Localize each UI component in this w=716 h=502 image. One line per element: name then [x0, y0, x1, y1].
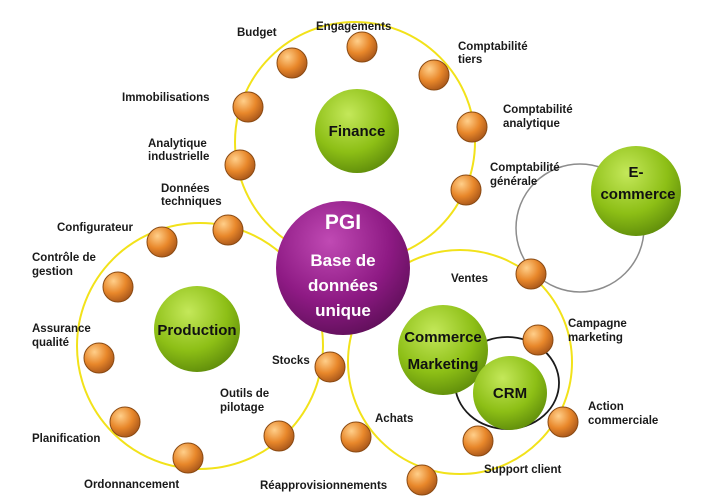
label-donnees-techniques-2: techniques	[161, 196, 222, 208]
label-configurateur: Configurateur	[57, 222, 134, 234]
commerce-ring	[347, 249, 573, 475]
node-achats	[340, 421, 372, 453]
module-commerce-label-1: Commerce	[404, 329, 482, 346]
label-planification: Planification	[32, 433, 100, 445]
module-commerce-marketing	[398, 305, 488, 395]
node-planification	[109, 406, 141, 438]
label-analytique-industrielle-1: Analytique	[148, 138, 207, 150]
hub-line-2: données	[308, 276, 378, 295]
label-comptabilite-generale-1: Comptabilité	[490, 162, 560, 174]
label-ventes: Ventes	[451, 273, 488, 285]
node-campagne-marketing	[522, 324, 554, 356]
node-engagements	[346, 31, 378, 63]
node-comptabilite-analytique	[456, 111, 488, 143]
module-ecommerce-label-2: commerce	[600, 186, 675, 203]
label-stocks: Stocks	[272, 355, 310, 367]
module-crm	[473, 356, 547, 430]
label-assurance-qualite-2: qualité	[32, 337, 69, 349]
module-finance	[315, 89, 399, 173]
label-comptabilite-tiers-1: Comptabilité	[458, 41, 528, 53]
label-budget: Budget	[237, 27, 277, 39]
production-ring	[76, 222, 324, 470]
node-configurateur	[146, 226, 178, 258]
node-immobilisations	[232, 91, 264, 123]
label-comptabilite-tiers-2: tiers	[458, 54, 482, 66]
label-immobilisations: Immobilisations	[122, 92, 210, 104]
label-reapprovisionnements: Réapprovisionnements	[260, 480, 387, 492]
module-production-label: Production	[157, 322, 236, 339]
node-comptabilite-generale	[450, 174, 482, 206]
node-stocks	[314, 351, 346, 383]
label-comptabilite-generale-2: générale	[490, 176, 537, 188]
node-comptabilite-tiers	[418, 59, 450, 91]
module-ecommerce-label-1: E-	[629, 164, 644, 181]
node-action-commerciale	[547, 406, 579, 438]
module-finance-label: Finance	[329, 123, 386, 140]
label-campagne-marketing-1: Campagne	[568, 318, 627, 330]
label-action-commerciale-1: Action	[588, 401, 624, 413]
node-reapprovisionnements	[406, 464, 438, 496]
label-support-client: Support client	[484, 464, 561, 476]
module-production	[154, 286, 240, 372]
label-comptabilite-analytique-1: Comptabilité	[503, 104, 573, 116]
node-assurance-qualite	[83, 342, 115, 374]
label-outils-pilotage-1: Outils de	[220, 388, 269, 400]
node-donnees-techniques	[212, 214, 244, 246]
label-donnees-techniques-1: Données	[161, 183, 210, 195]
hub-line-1: Base de	[310, 251, 375, 270]
hub-pgi	[276, 201, 410, 335]
module-ecommerce	[591, 146, 681, 236]
node-support-client	[462, 425, 494, 457]
node-ordonnancement	[172, 442, 204, 474]
label-analytique-industrielle-2: industrielle	[148, 151, 209, 163]
label-comptabilite-analytique-2: analytique	[503, 118, 560, 130]
label-outils-pilotage-2: pilotage	[220, 402, 264, 414]
label-controle-gestion-2: gestion	[32, 266, 73, 278]
module-commerce-label-2: Marketing	[408, 356, 479, 373]
label-controle-gestion-1: Contrôle de	[32, 252, 96, 264]
node-ventes	[515, 258, 547, 290]
label-campagne-marketing-2: marketing	[568, 332, 623, 344]
label-engagements: Engagements	[316, 21, 391, 33]
hub-line-3: unique	[315, 301, 371, 320]
label-assurance-qualite-1: Assurance	[32, 323, 91, 335]
node-analytique-industrielle	[224, 149, 256, 181]
node-controle-gestion	[102, 271, 134, 303]
node-budget	[276, 47, 308, 79]
label-ordonnancement: Ordonnancement	[84, 479, 179, 491]
label-achats: Achats	[375, 413, 413, 425]
node-outils-pilotage	[263, 420, 295, 452]
label-action-commerciale-2: commerciale	[588, 415, 658, 427]
module-crm-label: CRM	[493, 385, 527, 402]
hub-title: PGI	[325, 211, 361, 234]
